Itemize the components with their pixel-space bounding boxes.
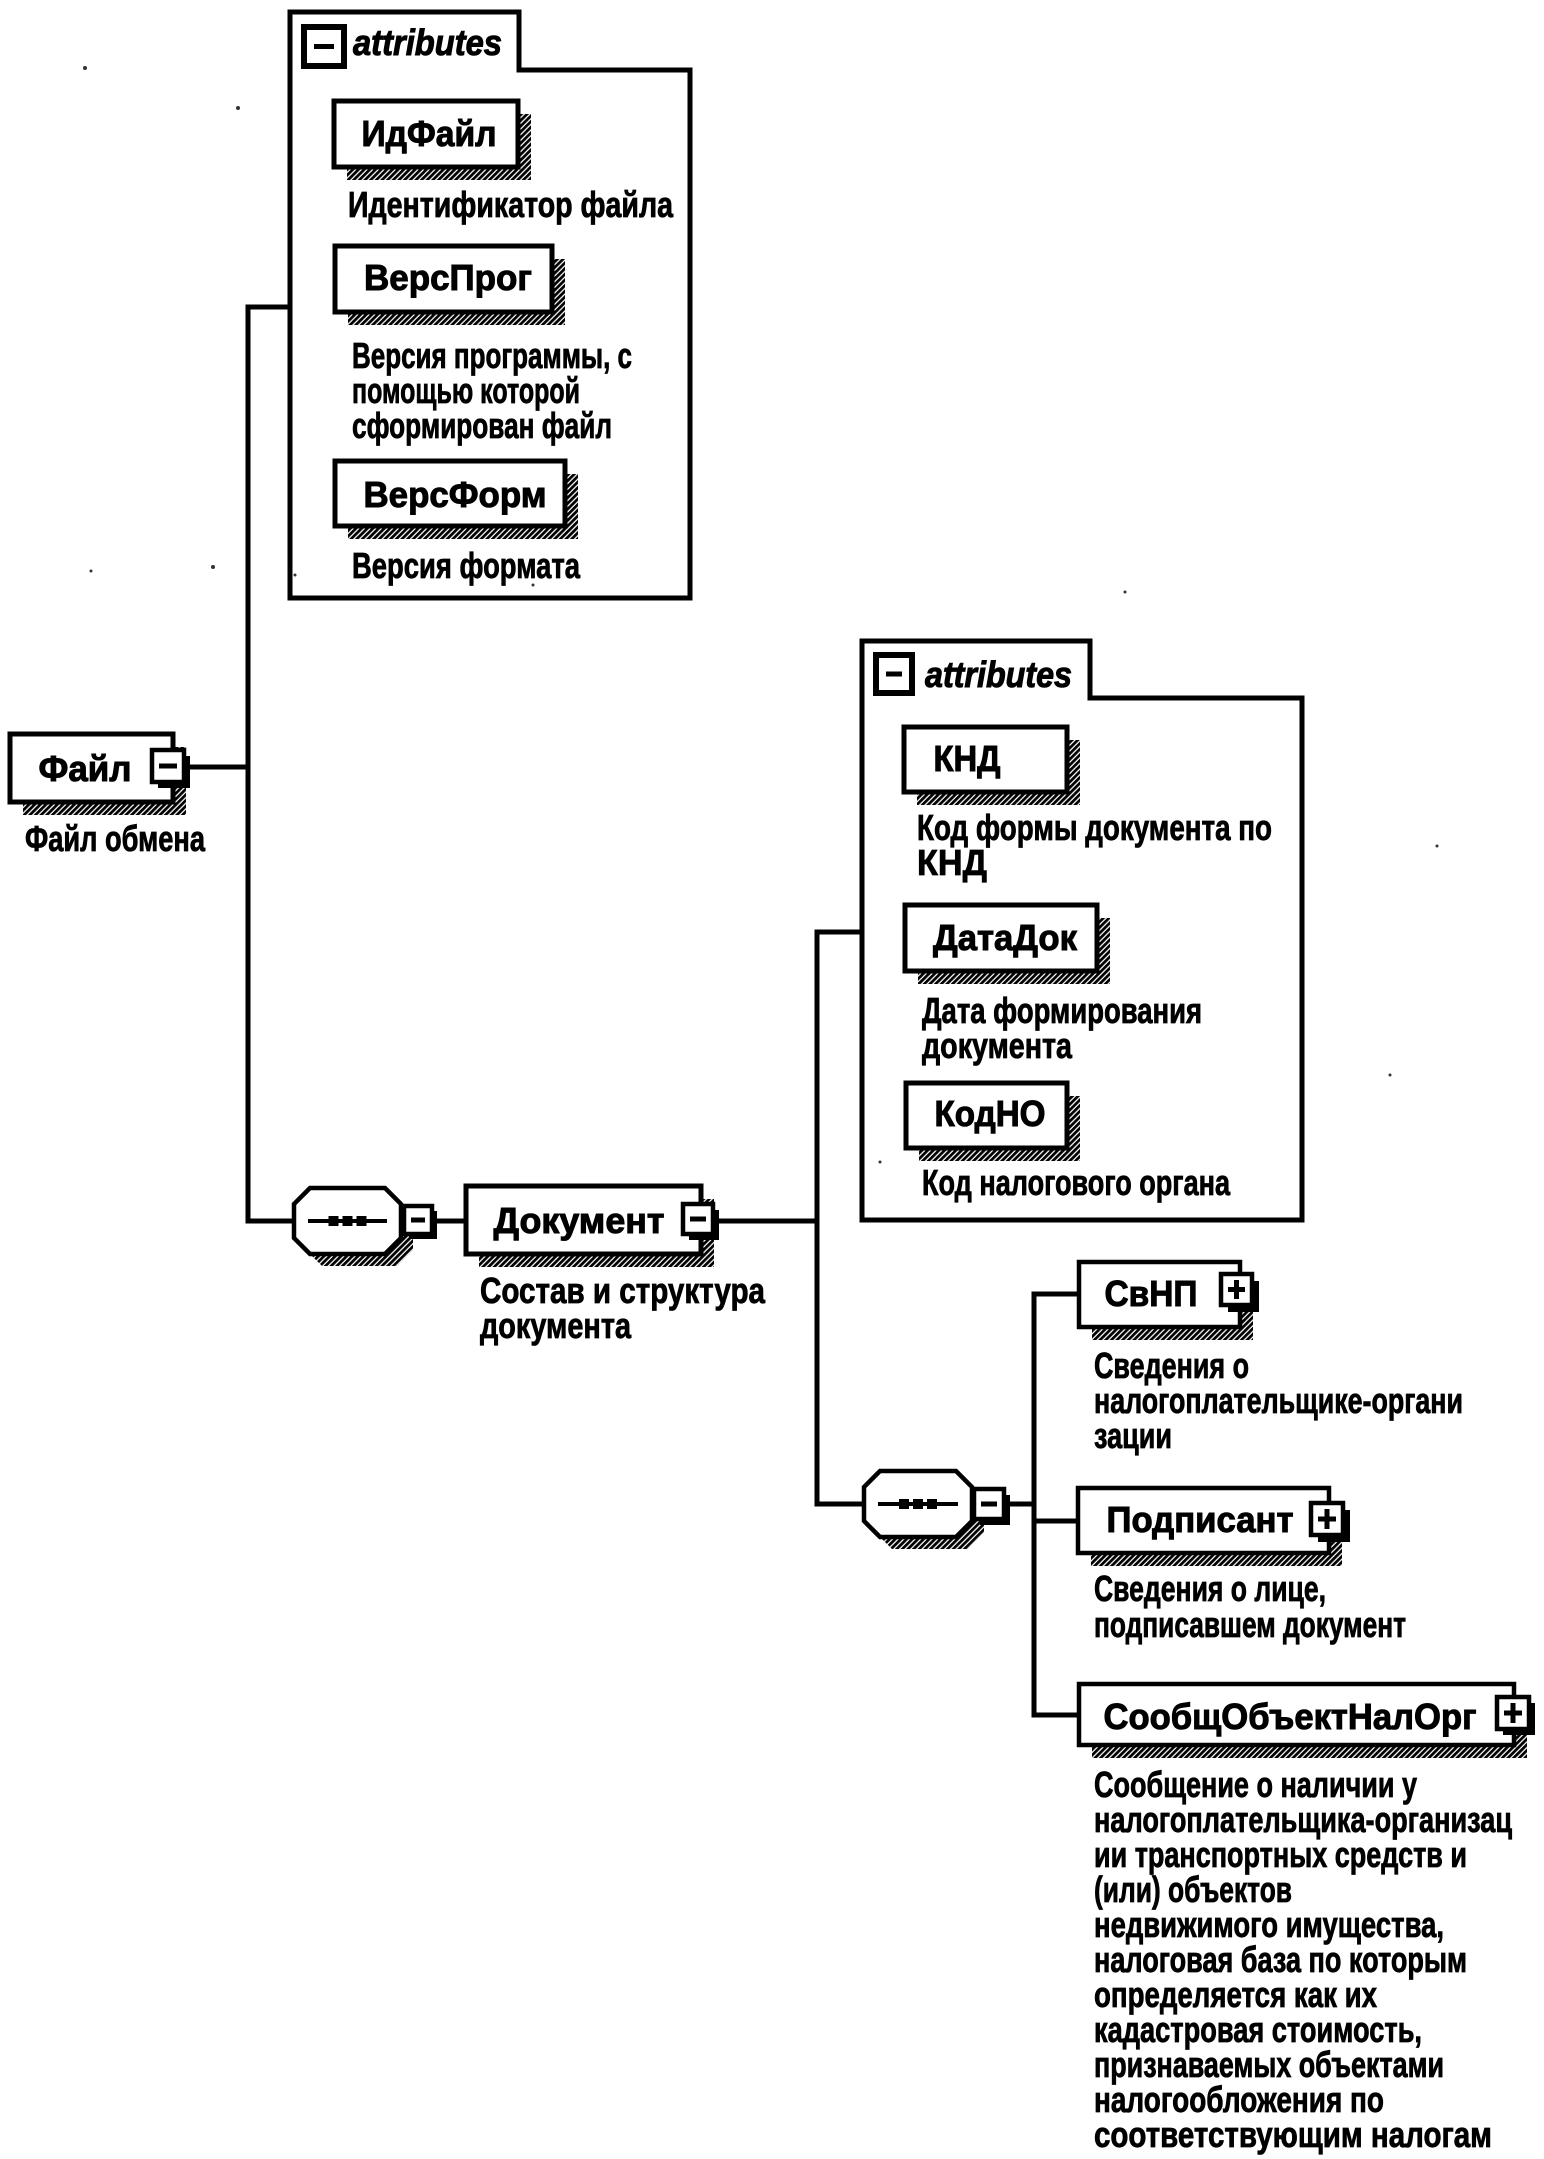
svg-text:КодНО: КодНО — [935, 1093, 1046, 1134]
svg-text:Документ: Документ — [494, 1200, 665, 1241]
svg-text:ВерсФорм: ВерсФорм — [364, 474, 547, 515]
svg-text:документа: документа — [480, 1305, 632, 1346]
svg-text:Версия формата: Версия формата — [352, 545, 581, 586]
svg-text:налоговая база по которым: налоговая база по которым — [1094, 1939, 1467, 1980]
svg-text:ВерсПрог: ВерсПрог — [364, 257, 532, 298]
svg-text:признаваемых объектами: признаваемых объектами — [1094, 2044, 1444, 2085]
svg-text:сформирован файл: сформирован файл — [352, 405, 612, 446]
svg-text:Дата формирования: Дата формирования — [922, 990, 1202, 1031]
svg-text:attributes: attributes — [925, 654, 1072, 695]
svg-text:помощью которой: помощью которой — [352, 370, 580, 411]
svg-text:КНД: КНД — [934, 738, 1001, 779]
svg-text:(или) объектов: (или) объектов — [1094, 1869, 1292, 1910]
svg-text:Сообщение о наличии у: Сообщение о наличии у — [1094, 1764, 1417, 1805]
svg-text:attributes: attributes — [353, 22, 502, 63]
svg-text:Сведения о лице,: Сведения о лице, — [1094, 1568, 1326, 1609]
svg-text:ИдФайл: ИдФайл — [362, 113, 497, 154]
svg-text:СвНП: СвНП — [1105, 1273, 1198, 1314]
svg-text:ии транспортных средств и: ии транспортных средств и — [1094, 1834, 1467, 1875]
svg-text:Сведения о: Сведения о — [1094, 1345, 1249, 1386]
svg-text:подписавшем документ: подписавшем документ — [1094, 1604, 1406, 1645]
svg-text:Состав и структура: Состав и структура — [480, 1270, 766, 1311]
svg-text:Идентификатор файла: Идентификатор файла — [348, 184, 674, 225]
svg-text:налогоплательщике-органи: налогоплательщике-органи — [1094, 1380, 1463, 1421]
svg-text:документа: документа — [922, 1025, 1073, 1066]
svg-text:кадастровая стоимость,: кадастровая стоимость, — [1094, 2009, 1422, 2050]
svg-text:зации: зации — [1094, 1415, 1172, 1456]
svg-text:Код налогового органа: Код налогового органа — [922, 1162, 1231, 1203]
svg-text:налогообложения по: налогообложения по — [1094, 2079, 1384, 2120]
svg-text:недвижимого имущества,: недвижимого имущества, — [1094, 1904, 1444, 1945]
svg-text:СообщОбъектНалОрг: СообщОбъектНалОрг — [1104, 1696, 1477, 1737]
svg-text:определяется как их: определяется как их — [1094, 1974, 1377, 2015]
svg-text:Подписант: Подписант — [1107, 1499, 1294, 1540]
svg-text:Версия программы, с: Версия программы, с — [352, 335, 632, 376]
svg-text:ДатаДок: ДатаДок — [933, 917, 1078, 958]
svg-text:налогоплательщика-организац: налогоплательщика-организац — [1094, 1799, 1512, 1840]
svg-text:КНД: КНД — [917, 842, 987, 883]
svg-text:Файл обмена: Файл обмена — [25, 818, 206, 859]
svg-text:Код формы документа по: Код формы документа по — [917, 807, 1272, 848]
svg-text:Файл: Файл — [39, 748, 132, 789]
svg-text:соответствующим налогам: соответствующим налогам — [1094, 2114, 1492, 2155]
